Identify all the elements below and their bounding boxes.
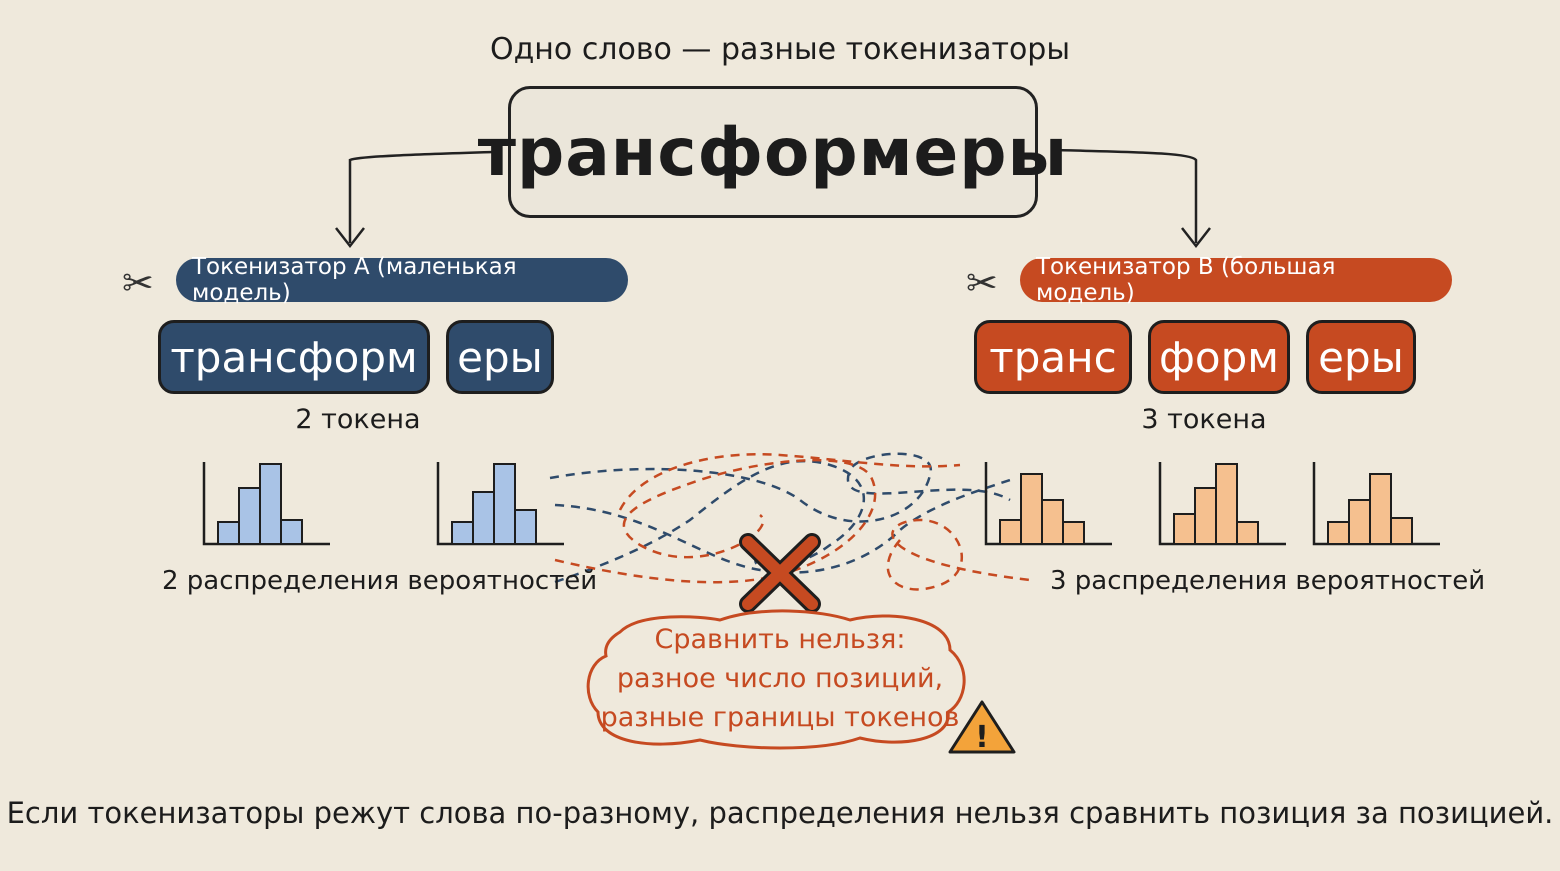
warning-line-3: разные границы токенов <box>600 702 960 733</box>
histogram-bar <box>1327 521 1350 545</box>
histogram-bar <box>1062 521 1085 545</box>
histogram-bar <box>451 521 474 545</box>
arrowhead-left <box>335 227 365 249</box>
histogram-bar <box>514 509 537 545</box>
distribution-label-a: 2 распределения вероятностей <box>162 566 598 596</box>
histogram-bar <box>1348 499 1371 545</box>
histogram-bar <box>999 519 1022 545</box>
warning-cloud <box>586 609 966 750</box>
histogram-bar <box>1215 463 1238 545</box>
orange-dashed-line <box>886 518 1031 591</box>
histogram-bar <box>1236 521 1259 545</box>
token-b-3: еры <box>1306 320 1416 394</box>
arrowhead-right <box>1181 227 1211 249</box>
token-a-2: еры <box>446 320 554 394</box>
histogram-bar <box>1041 499 1064 545</box>
diagram-heading: Одно слово — разные токенизаторы <box>489 32 1071 67</box>
blue-dashed-line <box>549 452 1011 523</box>
token-count-b: 3 токена <box>1141 404 1267 435</box>
warning-line-1: Сравнить нельзя: <box>654 624 906 655</box>
histogram-bar <box>1390 517 1413 545</box>
warning-line-2: разное число позиций, <box>616 663 944 694</box>
histogram-bar <box>1020 473 1043 545</box>
histogram-bar <box>1173 513 1196 545</box>
token-b-2: форм <box>1148 320 1290 394</box>
scissors-icon: ✂ <box>966 261 998 305</box>
histogram-bar <box>472 491 495 545</box>
distribution-label-b: 3 распределения вероятностей <box>1050 566 1486 596</box>
probability-histogram <box>1312 462 1440 546</box>
blue-dashed-line <box>554 478 1011 574</box>
token-b-1: транс <box>974 320 1132 394</box>
blue-dashed-line <box>554 459 865 584</box>
orange-dashed-line <box>554 458 877 584</box>
tokenizer-b-label: Токенизатор B (большая модель) <box>1020 254 1452 306</box>
histogram-bar <box>1369 473 1392 545</box>
histogram-bar <box>238 487 261 545</box>
svg-text:!: ! <box>975 720 989 755</box>
source-word: трансформеры <box>478 86 1067 218</box>
histogram-bar <box>1194 487 1217 545</box>
histogram-bar <box>217 521 240 545</box>
probability-histogram <box>1158 462 1286 546</box>
probability-histogram <box>436 462 564 546</box>
footer-caption: Если токенизаторы режут слова по-разному… <box>6 796 1554 830</box>
tokenizer-a-label: Токенизатор A (маленькая модель) <box>176 254 628 306</box>
token-a-1: трансформ <box>158 320 430 394</box>
arrow-right <box>1055 148 1198 243</box>
histogram-bar <box>280 519 303 545</box>
incompatible-x-icon <box>739 533 821 613</box>
token-count-a: 2 токена <box>295 404 421 435</box>
warning-triangle-icon: ! <box>948 700 1016 755</box>
probability-histogram <box>202 462 330 546</box>
scissors-icon: ✂ <box>122 261 154 305</box>
histogram-bar <box>259 463 282 545</box>
probability-histogram <box>984 462 1112 546</box>
histogram-bar <box>493 463 516 545</box>
warning-message: Сравнить нельзя: разное число позиций, р… <box>600 620 960 737</box>
histograms <box>202 462 1440 546</box>
arrow-left <box>348 150 493 243</box>
orange-dashed-line <box>618 453 961 511</box>
